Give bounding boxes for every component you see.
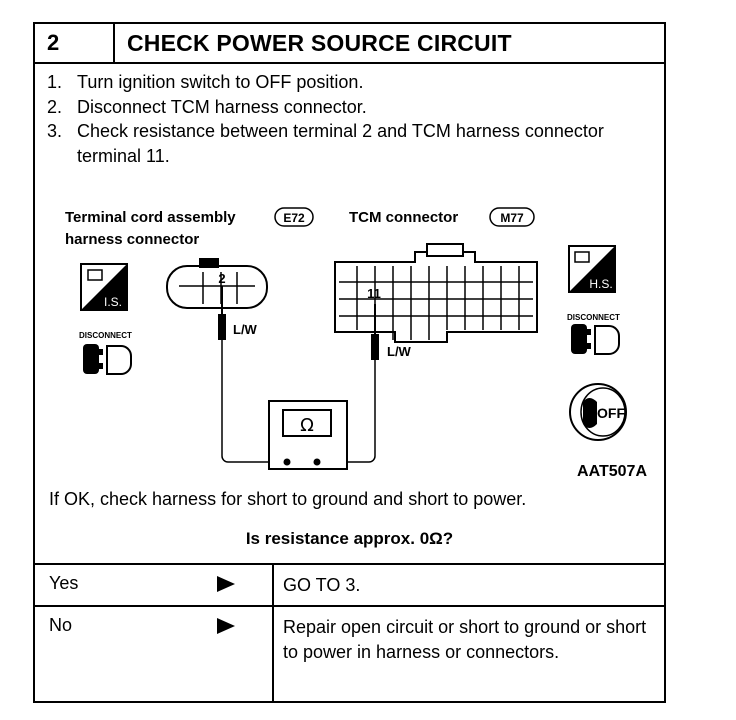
instruction-list: 1. Turn ignition switch to OFF position.… — [47, 70, 647, 168]
instruction-item: 2. Disconnect TCM harness connector. — [47, 95, 647, 120]
answer-yes-label: Yes — [49, 573, 79, 593]
key-off-label: OFF — [597, 405, 625, 421]
answer-yes-action: GO TO 3. — [283, 575, 361, 595]
answer-no-label: No — [49, 615, 73, 635]
disconnect-icon — [571, 324, 620, 355]
tcm-connector-code-badge — [489, 207, 535, 227]
instruction-item: 3. Check resistance between terminal 2 a… — [47, 119, 647, 168]
procedure-box: 2 CHECK POWER SOURCE CIRCUIT 1. Turn ign… — [33, 22, 666, 703]
left-connector-label: Terminal cord assembly — [65, 209, 236, 226]
arrow-right-icon — [217, 618, 235, 634]
ohmmeter: Ω — [268, 400, 348, 470]
resistance-question: Is resistance approx. 0Ω? — [245, 529, 454, 548]
hs-badge: H.S. — [589, 277, 612, 291]
ignition-key-icon: OFF — [569, 383, 627, 441]
instruction-text: Check resistance between terminal 2 and … — [77, 121, 604, 166]
answer-table-top-border — [35, 563, 664, 565]
step-title: CHECK POWER SOURCE CIRCUIT — [127, 30, 512, 56]
disconnect-label-left: DISCONNECT — [79, 331, 132, 340]
left-connector-code: E72 — [283, 211, 305, 225]
instruction-number: 3. — [47, 121, 63, 141]
is-badge: I.S. — [104, 295, 122, 309]
step-number: 2 — [35, 24, 115, 62]
tcm-connector: 11 — [334, 243, 538, 343]
probe-right — [371, 334, 379, 360]
ohm-symbol: Ω — [300, 415, 314, 436]
instruction-number: 1. — [47, 72, 63, 92]
wiring-diagram: Terminal cord assembly harness connector… — [65, 207, 647, 480]
ok-note: If OK, check harness for short to ground… — [49, 489, 527, 509]
disconnect-label-right: DISCONNECT — [567, 313, 620, 322]
tcm-connector-code: M77 — [500, 211, 524, 225]
answer-column-divider — [272, 565, 274, 703]
answer-row-yes: Yes GO TO 3. — [35, 565, 664, 607]
answer-row-no: No Repair open circuit or short to groun… — [35, 607, 664, 703]
ignition-switch-icon: I.S. — [80, 263, 128, 311]
left-connector-sublabel: harness connector — [65, 231, 199, 248]
harness-side-icon: H.S. — [568, 245, 616, 293]
left-connector-code-badge — [274, 207, 314, 227]
answer-no-action: Repair open circuit or short to ground o… — [283, 617, 647, 662]
step-header: 2 CHECK POWER SOURCE CIRCUIT — [35, 24, 664, 64]
instruction-item: 1. Turn ignition switch to OFF position. — [47, 70, 647, 95]
disconnect-icon — [83, 344, 132, 375]
arrow-right-icon — [217, 576, 235, 592]
instruction-text: Disconnect TCM harness connector. — [77, 96, 367, 117]
terminal-2-label: 2 — [218, 271, 225, 286]
wire-color-left: L/W — [233, 322, 258, 337]
wire-color-right: L/W — [387, 344, 412, 359]
instruction-text: Turn ignition switch to OFF position. — [77, 72, 364, 92]
probe-left — [218, 314, 226, 340]
left-harness-connector: 2 — [166, 258, 268, 309]
figure-code: AAT507A — [577, 463, 647, 480]
instruction-number: 2. — [47, 96, 63, 117]
tcm-connector-label: TCM connector — [349, 209, 458, 226]
terminal-11-label: 11 — [367, 286, 381, 301]
